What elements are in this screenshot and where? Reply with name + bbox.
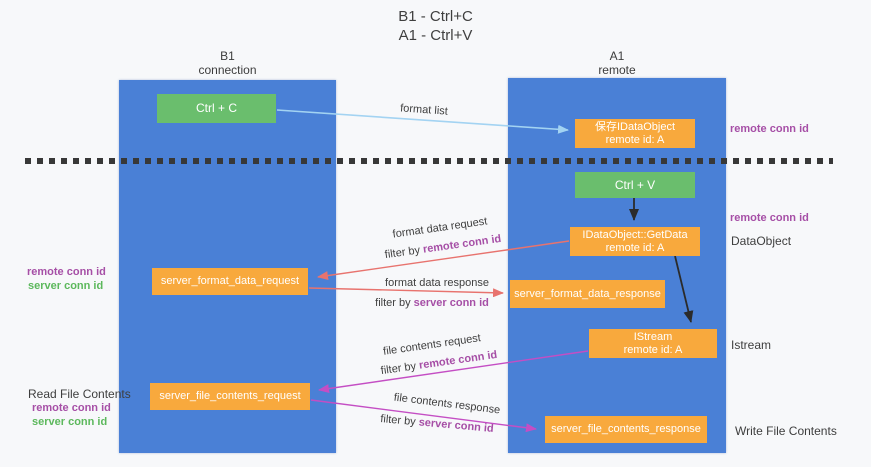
save-idataobject-line1: 保存IDataObject xyxy=(594,120,676,133)
filter-by-text: filter by xyxy=(384,243,424,262)
diagram-title: B1 - Ctrl+C A1 - Ctrl+V xyxy=(0,7,871,45)
label-remote-conn-id-mid-right: remote conn id xyxy=(730,212,809,224)
filter-by-text: filter by xyxy=(379,413,420,429)
label-dataobject: DataObject xyxy=(731,234,792,248)
label-file-contents-response-filter: filter by server conn id xyxy=(380,413,494,435)
label-remote-conn-id-left-1: remote conn id xyxy=(27,266,106,278)
label-write-file-contents: Write File Contents xyxy=(735,424,837,438)
server-file-contents-request-label: server_file_contents_request xyxy=(159,390,301,402)
getdata-line1: IDataObject::GetData xyxy=(582,228,688,241)
column-b1-name: B1 xyxy=(220,49,235,63)
label-format-data-response: format data response xyxy=(385,277,489,289)
column-header-a1: A1 remote xyxy=(508,49,726,77)
server-conn-id-text: server conn id xyxy=(413,297,489,309)
box-server-file-contents-response: server_file_contents_response xyxy=(545,416,707,443)
remote-conn-id-text: remote conn id xyxy=(418,348,498,372)
filter-by-text: filter by xyxy=(375,297,414,309)
ctrl-c-label: Ctrl + C xyxy=(195,101,237,115)
label-remote-conn-id-top-right: remote conn id xyxy=(730,123,809,135)
title-line-2: A1 - Ctrl+V xyxy=(398,27,473,44)
label-server-conn-id-left-1: server conn id xyxy=(28,280,104,292)
istream-line1: IStream xyxy=(633,330,673,343)
label-istream-side: Istream xyxy=(731,338,772,352)
column-a1-subtitle: remote xyxy=(598,63,636,77)
column-a1-name: A1 xyxy=(609,49,625,63)
column-header-b1: B1 connection xyxy=(119,49,336,77)
filter-by-text: filter by xyxy=(380,359,420,378)
session-separator-line xyxy=(25,158,833,164)
getdata-line2: remote id: A xyxy=(605,241,665,254)
label-read-file-contents: Read File Contents xyxy=(28,387,131,401)
server-conn-id-text: server conn id xyxy=(418,416,495,435)
label-remote-conn-id-left-2: remote conn id xyxy=(32,402,111,414)
title-line-1: B1 - Ctrl+C xyxy=(398,8,473,25)
label-format-list: format list xyxy=(399,102,449,118)
box-server-file-contents-request: server_file_contents_request xyxy=(150,383,310,410)
box-server-format-data-request: server_format_data_request xyxy=(152,268,308,295)
box-istream: IStream remote id: A xyxy=(589,329,717,358)
server-format-data-request-label: server_format_data_request xyxy=(160,275,300,287)
box-ctrl-v: Ctrl + V xyxy=(575,172,695,198)
save-idataobject-line2: remote id: A xyxy=(605,133,665,146)
label-server-conn-id-left-2: server conn id xyxy=(32,416,108,428)
box-save-idataobject: 保存IDataObject remote id: A xyxy=(575,119,695,148)
remote-conn-id-text: remote conn id xyxy=(422,232,502,256)
box-server-format-data-response: server_format_data_response xyxy=(510,280,665,308)
box-ctrl-c: Ctrl + C xyxy=(157,94,276,123)
ctrl-v-label: Ctrl + V xyxy=(614,177,656,192)
server-format-data-response-label: server_format_data_response xyxy=(514,287,661,300)
column-b1-subtitle: connection xyxy=(198,63,257,77)
istream-line2: remote id: A xyxy=(623,343,683,356)
server-file-contents-response-label: server_file_contents_response xyxy=(551,423,701,435)
label-format-data-response-filter: filter by server conn id xyxy=(375,297,489,309)
box-idataobject-getdata: IDataObject::GetData remote id: A xyxy=(570,227,700,256)
label-file-contents-response: file contents response xyxy=(393,391,501,417)
